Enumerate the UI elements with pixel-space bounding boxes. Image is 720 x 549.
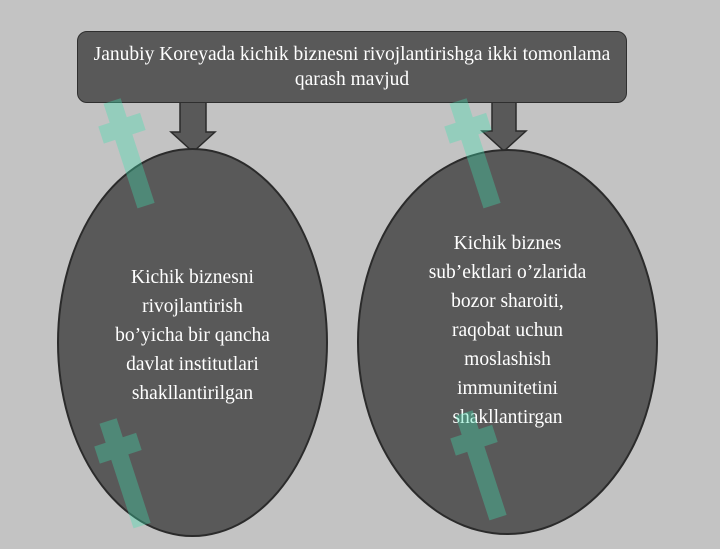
watermark-logo-icon bbox=[77, 402, 174, 544]
watermark-logo-icon bbox=[81, 82, 178, 224]
node-left-text: Kichik biznesni rivojlantirish bo’yicha … bbox=[115, 267, 270, 404]
watermark-logo-icon bbox=[433, 394, 530, 536]
node-right-text: Kichik biznes sub’ektlari o’zlarida bozo… bbox=[428, 232, 587, 428]
watermark-logo-icon bbox=[427, 82, 524, 224]
title-box: Janubiy Koreyada kichik biznesni rivojla… bbox=[77, 31, 627, 103]
title-text: Janubiy Koreyada kichik biznesni rivojla… bbox=[93, 44, 611, 90]
node-right: Kichik biznes sub’ektlari o’zlarida bozo… bbox=[357, 149, 658, 535]
down-arrow-icon-right bbox=[480, 101, 528, 153]
down-arrow-icon-left bbox=[169, 101, 217, 154]
node-left: Kichik biznesni rivojlantirish bo’yicha … bbox=[57, 148, 328, 537]
